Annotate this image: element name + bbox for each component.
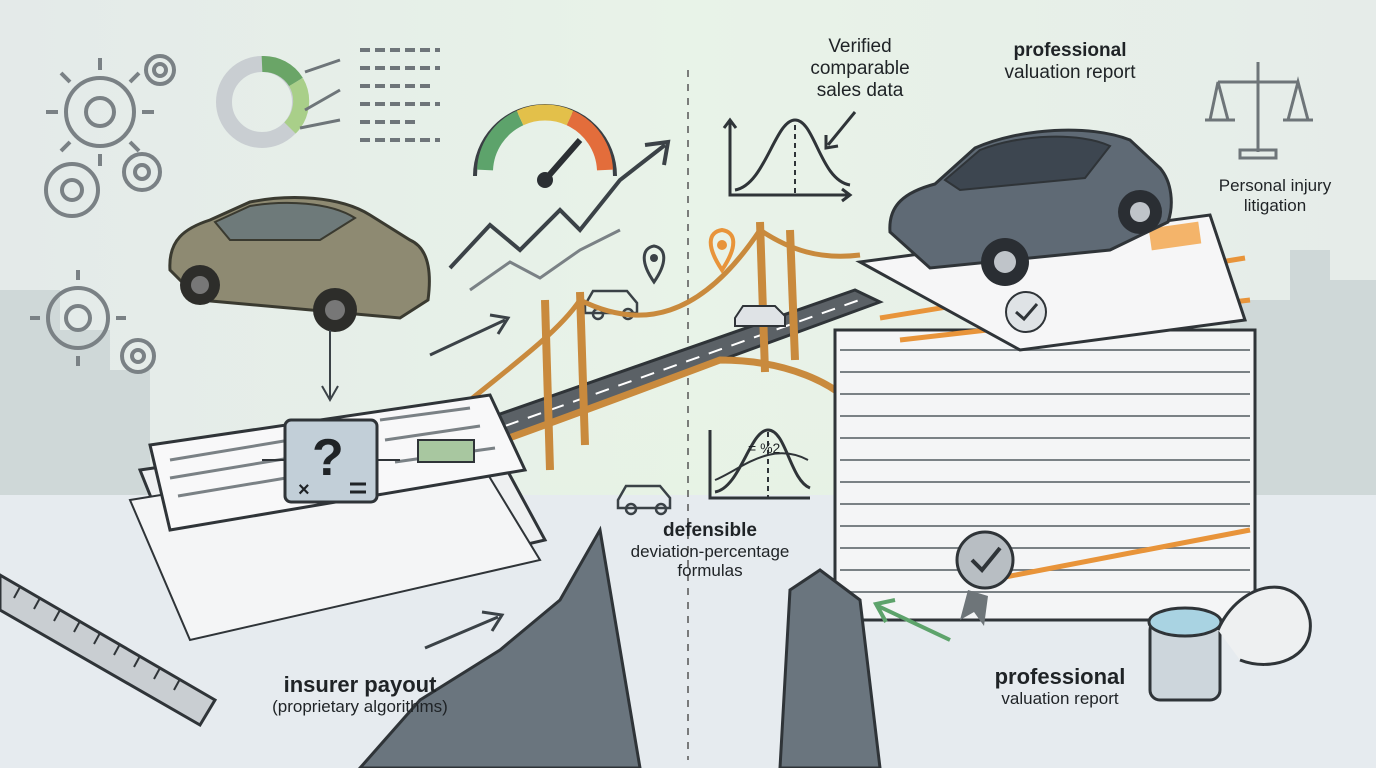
professional-valuation-top-label: professional valuation report xyxy=(960,40,1180,84)
label-line: professional xyxy=(994,664,1126,689)
label-line: (proprietary algorithms) xyxy=(272,697,448,717)
paper-stack-icon xyxy=(833,213,1257,622)
trend-arrow-icon xyxy=(448,139,671,292)
cliff xyxy=(357,525,882,768)
bell-curve-icon xyxy=(722,111,857,203)
city-skyline xyxy=(0,250,1376,500)
magnifier-icon xyxy=(1147,585,1312,702)
svg-text:?: ? xyxy=(312,429,344,487)
trend-arrow-icon xyxy=(321,313,951,650)
bell-curve-icon xyxy=(708,428,811,500)
label-line: Verified xyxy=(828,36,892,57)
donut-chart-icon xyxy=(216,48,440,148)
label-line: litigation xyxy=(1243,195,1307,215)
car-icon xyxy=(888,128,1173,286)
personal-injury-label: Personal injury litigation xyxy=(1180,176,1370,215)
scales-icon xyxy=(1205,62,1313,160)
label-line: insurer payout xyxy=(283,672,437,697)
gear-icon xyxy=(30,54,176,374)
label-line: defensible xyxy=(663,520,757,541)
svg-text:×: × xyxy=(298,479,310,501)
label-line: sales data xyxy=(816,79,904,101)
insurer-payout-label: insurer payout (proprietary algorithms) xyxy=(220,672,500,717)
professional-valuation-bottom-label: professional valuation report xyxy=(930,664,1190,709)
label-line: valuation report xyxy=(1001,689,1119,709)
verified-comparable-label: Verified comparable sales data xyxy=(760,36,960,102)
defensible-formulas-label: defensible deviation-percentage formulas xyxy=(590,520,830,581)
label-line: formulas xyxy=(677,561,743,581)
label-line: Personal injury xyxy=(1218,176,1332,195)
formula-text: = %2 xyxy=(748,440,781,456)
question-mark-icon: ? × xyxy=(262,418,400,504)
label-line: comparable xyxy=(810,57,910,79)
seal-check-icon xyxy=(955,291,1047,626)
label-line: professional xyxy=(1013,40,1127,61)
gauge-icon xyxy=(473,104,617,188)
location-pin-icon xyxy=(642,227,736,285)
label-line: valuation report xyxy=(1004,61,1136,83)
label-line: deviation-percentage xyxy=(630,541,790,561)
car-icon xyxy=(168,196,431,332)
car-icon xyxy=(583,289,672,516)
ruler-icon xyxy=(0,573,218,728)
